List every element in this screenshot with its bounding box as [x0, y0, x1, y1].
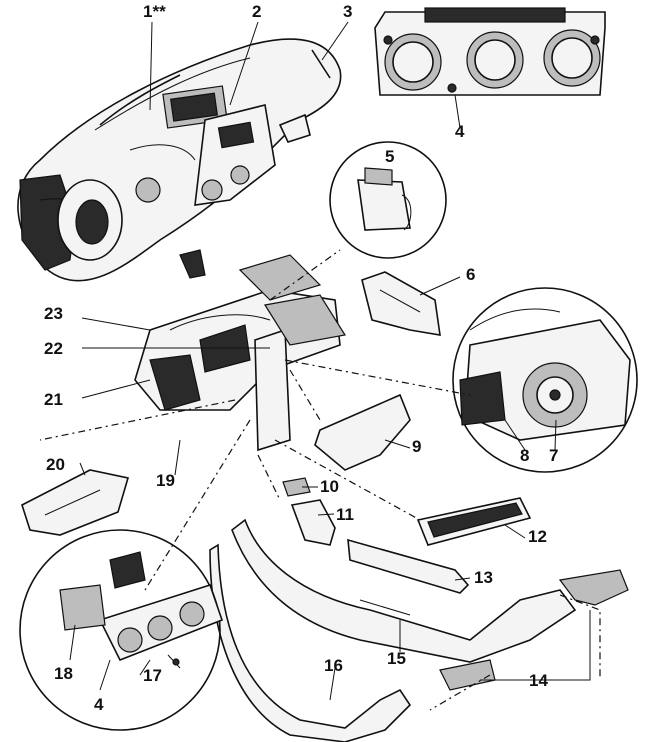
callout-17: 17 — [143, 666, 162, 685]
callout-1: 1** — [143, 2, 166, 21]
callout-21: 21 — [44, 390, 63, 409]
callout-10: 10 — [320, 477, 339, 496]
callout-11: 11 — [336, 505, 354, 524]
filter-12 — [416, 497, 532, 546]
callout-4-top: 4 — [455, 122, 465, 141]
duct-6 — [361, 271, 441, 336]
hvac-assembly — [134, 254, 346, 452]
callout-23: 23 — [44, 304, 63, 323]
connectors-10-11 — [282, 477, 336, 546]
callout-13: 13 — [474, 568, 493, 587]
callout-6: 6 — [466, 265, 476, 284]
callout-8: 8 — [520, 446, 530, 465]
callout-9: 9 — [412, 437, 422, 456]
callout-7: 7 — [549, 446, 559, 465]
detail-circle-blower — [452, 287, 638, 473]
callout-20: 20 — [46, 455, 65, 474]
callout-22: 22 — [44, 339, 63, 358]
bracket-20 — [21, 469, 130, 536]
callout-14: 14 — [529, 671, 548, 690]
leader-lines — [39, 21, 601, 711]
callout-3: 3 — [343, 2, 353, 21]
detail-circle-controls — [19, 529, 224, 731]
floor-ducts — [209, 518, 629, 742]
dashboard-panel — [17, 38, 342, 282]
callout-12: 12 — [528, 527, 547, 546]
panel-9 — [314, 393, 411, 471]
callout-4-bottom: 4 — [94, 695, 104, 714]
detail-circle-5 — [329, 141, 447, 259]
callout-15: 15 — [387, 649, 406, 668]
callout-16: 16 — [324, 656, 343, 675]
callout-19: 19 — [156, 471, 175, 490]
tube-13 — [347, 538, 470, 594]
callout-18: 18 — [54, 664, 73, 683]
callout-2: 2 — [252, 2, 262, 21]
callout-5: 5 — [385, 147, 395, 166]
control-panel-top — [374, 7, 606, 96]
